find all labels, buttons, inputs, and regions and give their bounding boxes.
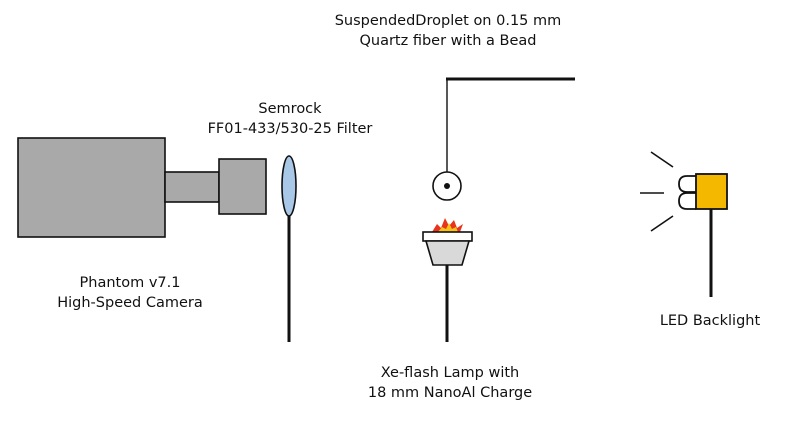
camera-lens-barrel: [164, 171, 220, 203]
lamp-label-line1: Xe-flash Lamp with: [380, 365, 520, 381]
backlight-label-line1: LED Backlight: [659, 313, 761, 329]
camera-lens-front: [218, 158, 267, 215]
xe-flash-lamp: [422, 218, 473, 342]
led-lens-bottom: [678, 192, 696, 210]
camera-body: [17, 137, 166, 238]
led-ray-top: [650, 151, 674, 168]
optical-filter: [281, 155, 297, 342]
filter-lens: [281, 155, 297, 217]
bead-dot: [444, 183, 450, 189]
camera-label-line2: High-Speed Camera: [57, 295, 203, 311]
led-lens-top: [678, 175, 696, 193]
suspended-droplet-assembly: [432, 77, 575, 201]
droplet-label-line2: Quartz fiber with a Bead: [359, 33, 537, 49]
led-body: [695, 173, 728, 210]
lamp-rim: [422, 231, 473, 242]
camera-label-line1: Phantom v7.1: [79, 275, 181, 291]
filter-label: Semrock FF01-433/530-25 Filter: [180, 99, 400, 139]
flame-inner: [438, 223, 458, 232]
camera-label: Phantom v7.1 High-Speed Camera: [30, 273, 230, 313]
high-speed-camera: [17, 137, 267, 238]
led-backlight: [640, 151, 728, 297]
droplet-label: SuspendedDroplet on 0.15 mm Quartz fiber…: [318, 11, 578, 51]
droplet-label-line1: SuspendedDroplet on 0.15 mm: [334, 13, 562, 29]
led-ray-bottom: [650, 215, 674, 232]
lamp-cup: [424, 240, 471, 266]
lamp-label: Xe-flash Lamp with 18 mm NanoAl Charge: [340, 363, 560, 403]
filter-label-line1: Semrock: [258, 101, 322, 117]
filter-label-line2: FF01-433/530-25 Filter: [207, 121, 373, 137]
backlight-label: LED Backlight: [640, 311, 780, 331]
lamp-label-line2: 18 mm NanoAl Charge: [367, 385, 533, 401]
